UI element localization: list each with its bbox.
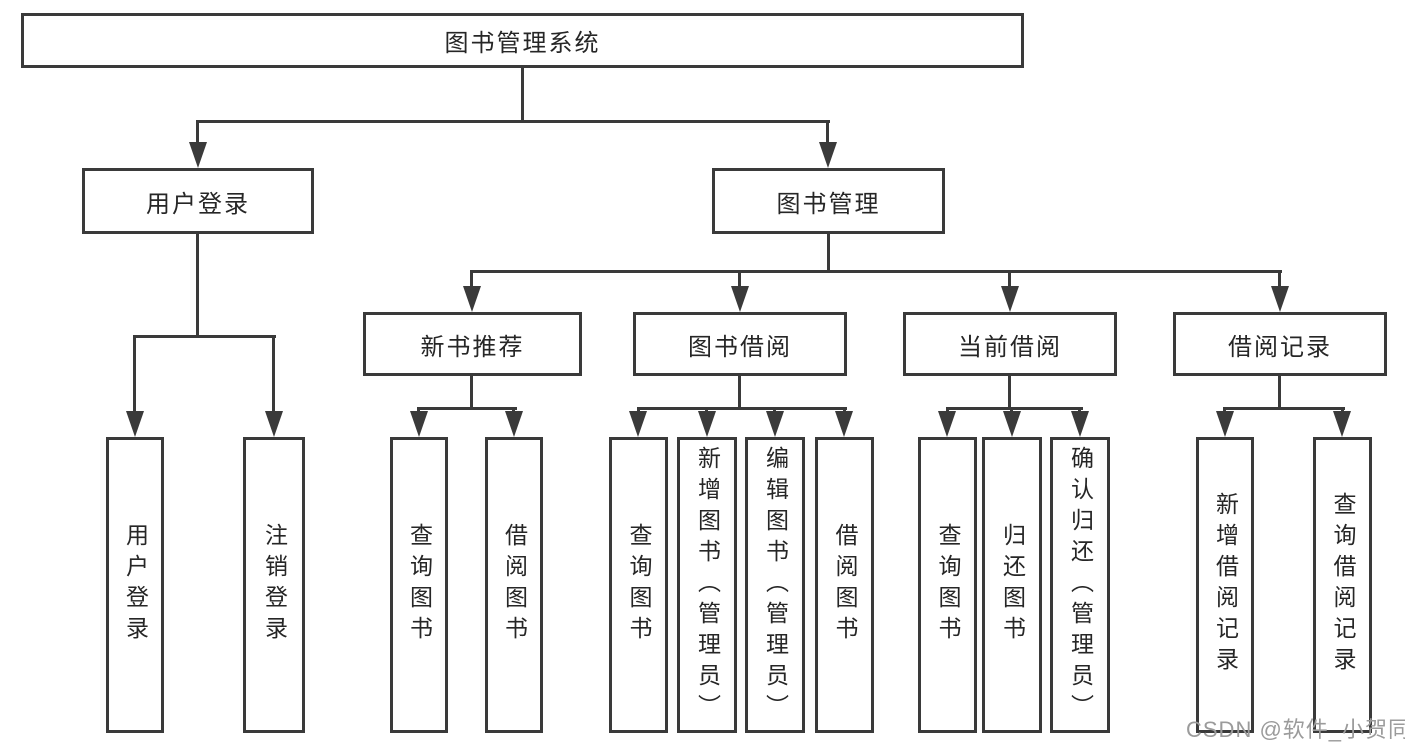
connector-userlogin-stem xyxy=(196,232,199,337)
leaf-current-confirm-return-admin: 确认归还（管理员） xyxy=(1050,437,1110,733)
connector-drop xyxy=(1223,407,1226,413)
leaf-label: 新增借阅记录 xyxy=(1212,492,1239,678)
connector-current-rail xyxy=(946,407,1083,410)
connector-borrowing-rail xyxy=(637,407,847,410)
connector-bookmgmt-stem xyxy=(827,232,830,272)
leaf-label: 用户登录 xyxy=(122,523,149,647)
connector-drop xyxy=(1341,407,1344,413)
arrow-down-icon xyxy=(1071,411,1089,437)
leaf-label: 归还图书 xyxy=(999,523,1026,647)
connector-borrowing-stem xyxy=(738,374,741,410)
csdn-watermark: CSDN @软件_小贺同学 xyxy=(1186,717,1405,742)
connector-current-stem xyxy=(1008,374,1011,410)
connector-drop xyxy=(417,407,420,413)
leaf-label: 查询图书 xyxy=(935,523,961,647)
leaf-borrowing-edit-books-admin: 编辑图书（管理员） xyxy=(745,437,805,733)
connector-drop xyxy=(470,270,473,288)
arrow-down-icon xyxy=(819,142,837,168)
arrow-down-icon xyxy=(698,411,716,437)
leaf-borrowing-borrow-books: 借阅图书 xyxy=(815,437,874,733)
node-user-login: 用户登录 xyxy=(82,168,314,234)
arrow-down-icon xyxy=(731,286,749,312)
connector-drop xyxy=(738,270,741,288)
connector-userlogin-rail xyxy=(133,335,276,338)
connector-drop xyxy=(196,120,199,145)
leaf-user-login: 用户登录 xyxy=(106,437,164,733)
node-label: 图书借阅 xyxy=(688,333,792,361)
connector-bookmgmt-rail xyxy=(470,270,1282,273)
arrow-down-icon xyxy=(938,411,956,437)
node-library-management-system: 图书管理系统 xyxy=(21,13,1024,68)
arrow-down-icon xyxy=(1216,411,1234,437)
leaf-current-query-books: 查询图书 xyxy=(918,437,977,733)
node-label: 图书管理系统 xyxy=(444,30,601,57)
arrow-down-icon xyxy=(766,411,784,437)
arrow-down-icon xyxy=(463,286,481,312)
leaf-label: 查询图书 xyxy=(626,523,652,647)
connector-drop xyxy=(1078,407,1081,413)
leaf-records-query-record: 查询借阅记录 xyxy=(1313,437,1372,733)
node-label: 用户登录 xyxy=(146,190,250,218)
leaf-newbook-borrow-books: 借阅图书 xyxy=(485,437,543,733)
leaf-records-add-record: 新增借阅记录 xyxy=(1196,437,1254,733)
connector-drop xyxy=(133,335,136,411)
leaf-newbook-query-books: 查询图书 xyxy=(390,437,448,733)
connector-drop xyxy=(512,407,515,413)
leaf-label: 查询借阅记录 xyxy=(1330,492,1356,678)
connector-drop xyxy=(826,120,829,145)
node-label: 借阅记录 xyxy=(1228,333,1332,361)
node-borrowing-records: 借阅记录 xyxy=(1173,312,1387,376)
connector-root-rail xyxy=(196,120,830,123)
leaf-borrowing-query-books: 查询图书 xyxy=(609,437,668,733)
node-current-borrowing: 当前借阅 xyxy=(903,312,1117,376)
connector-drop xyxy=(1010,407,1013,413)
node-label: 图书管理 xyxy=(776,190,881,218)
leaf-borrowing-add-books-admin: 新增图书（管理员） xyxy=(677,437,737,733)
leaf-label: 编辑图书（管理员） xyxy=(762,445,789,725)
connector-drop xyxy=(705,407,708,413)
connector-drop xyxy=(1008,270,1011,288)
connector-root-stem xyxy=(521,66,524,120)
connector-drop xyxy=(773,407,776,413)
arrow-down-icon xyxy=(1001,286,1019,312)
arrow-down-icon xyxy=(1333,411,1351,437)
node-label: 新书推荐 xyxy=(420,333,525,361)
connector-records-rail xyxy=(1223,407,1345,410)
connector-drop xyxy=(272,335,275,411)
leaf-label: 新增图书（管理员） xyxy=(694,445,721,725)
arrow-down-icon xyxy=(410,411,428,437)
connector-drop xyxy=(843,407,846,413)
node-new-book-recommend: 新书推荐 xyxy=(363,312,582,376)
connector-drop xyxy=(946,407,949,413)
arrow-down-icon xyxy=(629,411,647,437)
arrow-down-icon xyxy=(505,411,523,437)
connector-drop xyxy=(1278,270,1281,288)
arrow-down-icon xyxy=(126,411,144,437)
leaf-label: 确认归还（管理员） xyxy=(1067,445,1094,725)
node-book-management: 图书管理 xyxy=(712,168,945,234)
leaf-label: 借阅图书 xyxy=(832,523,858,647)
connector-drop xyxy=(637,407,640,413)
leaf-label: 注销登录 xyxy=(261,523,288,647)
arrow-down-icon xyxy=(835,411,853,437)
arrow-down-icon xyxy=(265,411,283,437)
arrow-down-icon xyxy=(1003,411,1021,437)
leaf-logout: 注销登录 xyxy=(243,437,305,733)
node-label: 当前借阅 xyxy=(958,333,1062,361)
node-book-borrowing: 图书借阅 xyxy=(633,312,847,376)
leaf-current-return-books: 归还图书 xyxy=(982,437,1042,733)
connector-newbook-stem xyxy=(470,373,473,409)
leaf-label: 借阅图书 xyxy=(501,523,528,647)
connector-newbook-rail xyxy=(417,407,517,410)
leaf-label: 查询图书 xyxy=(406,523,433,647)
connector-records-stem xyxy=(1278,374,1281,410)
arrow-down-icon xyxy=(189,142,207,168)
arrow-down-icon xyxy=(1271,286,1289,312)
